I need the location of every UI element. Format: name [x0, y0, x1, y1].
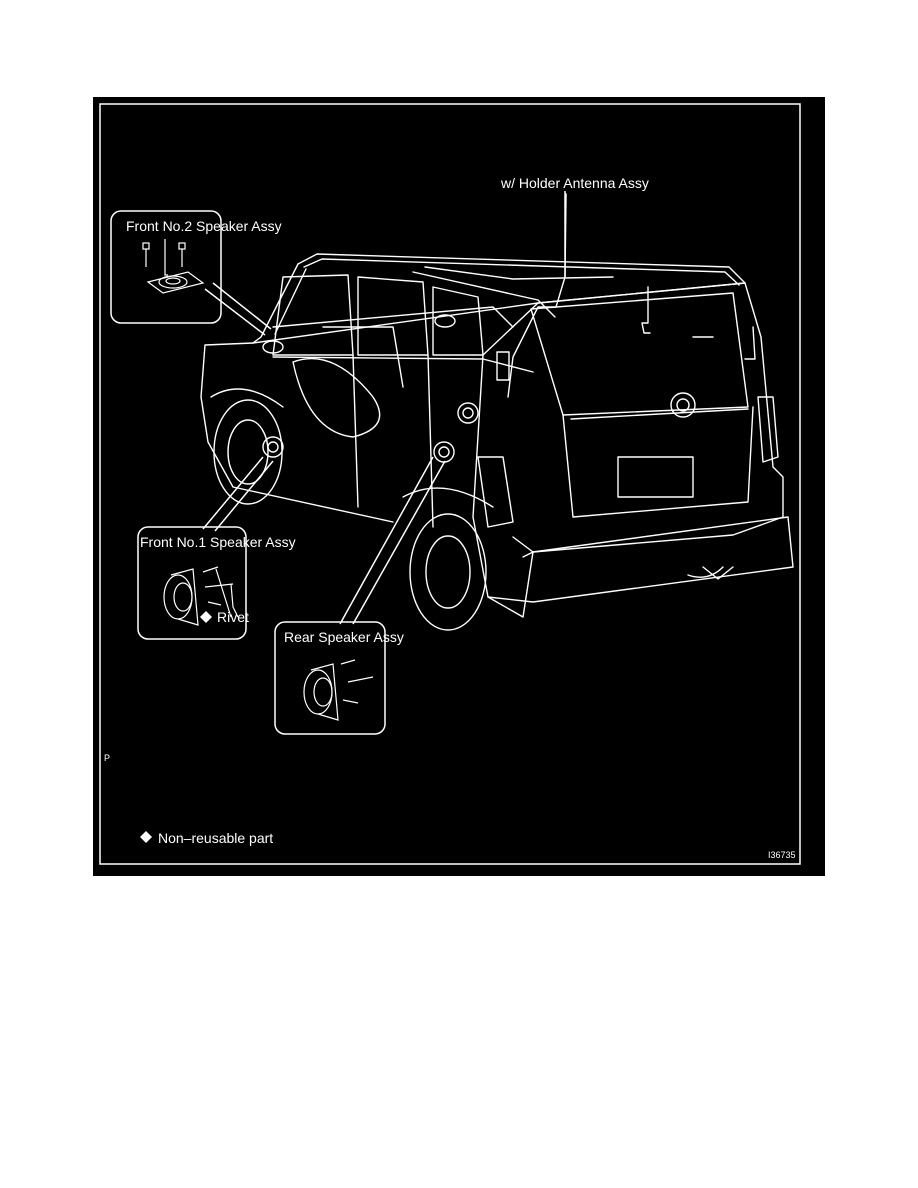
- door-seam-front: [352, 354, 359, 508]
- rear-window: [530, 292, 749, 416]
- rear-wheel: [409, 513, 487, 631]
- front-no1-label: Front No.1 Speaker Assy: [140, 534, 296, 550]
- antenna-label: w/ Holder Antenna Assy: [501, 175, 649, 191]
- rear-label: Rear Speaker Assy: [284, 629, 404, 645]
- speaker-layout-diagram: w/ Holder Antenna Assy Front No.2 Speake…: [93, 97, 825, 876]
- liftgate-panel: [562, 406, 754, 518]
- vehicle-illustration: [200, 193, 794, 631]
- liftgate-speaker-position: [670, 392, 696, 418]
- rear-corner: [472, 302, 539, 618]
- callout-rear: [274, 621, 386, 735]
- non-reusable-diamond-icon: [140, 831, 152, 843]
- non-reusable-label: Non–reusable part: [158, 830, 274, 846]
- leader-front-no1: [202, 456, 274, 532]
- callout-front-no2: [110, 210, 222, 324]
- leader-rear: [339, 456, 446, 625]
- body-side: [200, 342, 394, 523]
- tweeter-position: [262, 340, 284, 354]
- antenna-bolt: [641, 286, 651, 334]
- front-door-window: [272, 274, 354, 356]
- leader-front-no2: [204, 282, 272, 336]
- rear-body: [522, 282, 784, 558]
- front-no2-detail: [142, 239, 205, 294]
- diagram-artwork: [99, 103, 801, 865]
- front-no2-label: Front No.2 Speaker Assy: [126, 218, 282, 234]
- front-no1-detail: [163, 566, 239, 626]
- quarter-window: [432, 286, 484, 356]
- rear-lamp: [477, 456, 514, 528]
- callout-front-no1: [137, 526, 247, 640]
- figure-id: I36735: [768, 850, 796, 860]
- rear-speaker-position: [433, 441, 455, 463]
- roof-rail: [303, 258, 740, 286]
- rear-detail: [303, 659, 374, 721]
- steering-wheel: [292, 357, 381, 438]
- rivet-diamond-icon: [200, 611, 212, 623]
- callouts: [110, 210, 386, 735]
- antenna-lead: [507, 193, 567, 398]
- antenna-amp: [496, 351, 510, 381]
- roof-outline: [252, 253, 746, 344]
- rear-bumper: [487, 516, 794, 603]
- license-plate-recess: [617, 456, 694, 498]
- door-seam-rear: [427, 354, 434, 528]
- a-pillar: [252, 263, 299, 344]
- inner-frame: [99, 103, 801, 865]
- p-marker: P: [104, 753, 111, 763]
- front-speaker-position: [262, 436, 284, 458]
- leader-lines: [202, 191, 566, 625]
- rivet-label: Rivet: [217, 609, 249, 625]
